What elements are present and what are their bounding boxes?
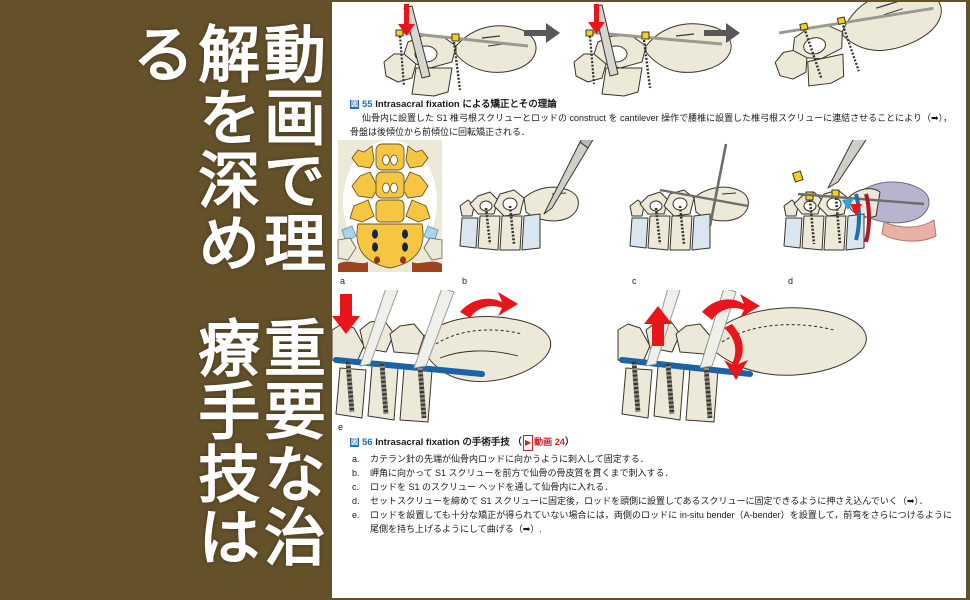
step-marker: c. [352, 482, 360, 493]
promo-headline-line-2: 動画で理解を深める [121, 22, 326, 274]
step-text: セットスクリューを締めて S1 スクリューに固定後，ロッドを頭側に設置してあるス… [370, 496, 928, 507]
figure-label-icon: 図 [350, 100, 359, 109]
figure-56-illustration-bottom: e [332, 290, 966, 435]
curved-arrow-icon-3 [724, 324, 748, 381]
play-icon[interactable]: ▶ [523, 435, 534, 452]
promo-panel: 重要な治療手技は 動画で理解を深める [0, 0, 332, 600]
figure-55-caption-body: 仙骨内に設置した S1 椎弓根スクリューとロッドの construct を ca… [332, 112, 966, 140]
step-marker: e. [352, 510, 360, 521]
step-marker: d. [352, 496, 360, 507]
figure-55-svg [383, 2, 942, 97]
step-marker: a. [352, 454, 360, 465]
panel-letter-a: a [340, 276, 345, 286]
step-marker: b. [352, 468, 360, 479]
down-arrow-icon [332, 294, 360, 335]
step-text: ロッドを設置しても十分な矯正が得られていない場合には，両側のロッドに in-si… [370, 510, 952, 535]
list-item: e. ロッドを設置しても十分な矯正が得られていない場合には，両側のロッドに in-… [350, 509, 952, 537]
panel-letter-b: b [462, 276, 467, 286]
figure-55-caption-text: 仙骨内に設置した S1 椎弓根スクリューとロッドの construct を ca… [350, 113, 952, 138]
figure-56-title-en: Intrasacral fixation [375, 437, 460, 449]
figure-55-illustration [332, 2, 966, 98]
figure-55-title-ja: による矯正とその理論 [459, 99, 557, 110]
figure-55-number: 55 [362, 99, 373, 110]
step-text: ロッドを S1 のスクリュー ヘッドを通して仙骨内に入れる． [370, 482, 614, 493]
curved-arrow-icon-2 [702, 294, 760, 321]
promo-headline-line-1: 重要な治療手技は [187, 316, 326, 569]
panel-letter-e: e [338, 422, 343, 432]
figure-56-step-list: a. カテラン針の先端が仙骨内ロッドに向かうように刺入して固定する． b. 岬角に向… [332, 453, 966, 537]
video-label: 動画 [534, 437, 553, 448]
list-item: c. ロッドを S1 のスクリュー ヘッドを通して仙骨内に入れる． [350, 481, 952, 495]
video-ref[interactable]: （▶動画 24） [512, 435, 574, 452]
promo-headline: 重要な治療手技は 動画で理解を深める [119, 22, 326, 578]
video-number: 24 [554, 437, 565, 448]
list-item: a. カテラン針の先端が仙骨内ロッドに向かうように刺入して固定する． [350, 453, 952, 467]
figure-label-icon-2: 図 [350, 438, 359, 448]
list-item: d. セットスクリューを締めて S1 スクリューに固定後，ロッドを頭側に設置してあ… [350, 495, 952, 509]
figure-56-title-ja: の手術手技 [459, 437, 510, 449]
figure-56-number: 56 [362, 437, 373, 449]
figure-56-svg-top: a [337, 140, 937, 286]
step-text: カテラン針の先端が仙骨内ロッドに向かうように刺入して固定する． [370, 454, 649, 465]
figure-56-svg-bottom: e [332, 290, 867, 432]
figure-56-illustration-top: a [332, 140, 966, 290]
panel-letter-c: c [632, 276, 637, 286]
panel-letter-d: d [788, 276, 793, 286]
up-arrow-icon [644, 306, 672, 347]
list-item: b. 岬角に向かって S1 スクリューを前方で仙骨の骨皮質を貫くまで刺入する． [350, 467, 952, 481]
step-text: 岬角に向かって S1 スクリューを前方で仙骨の骨皮質を貫くまで刺入する． [370, 468, 674, 479]
curved-arrow-icon [460, 292, 518, 319]
figure-55-title-en: Intrasacral fixation [375, 99, 460, 110]
